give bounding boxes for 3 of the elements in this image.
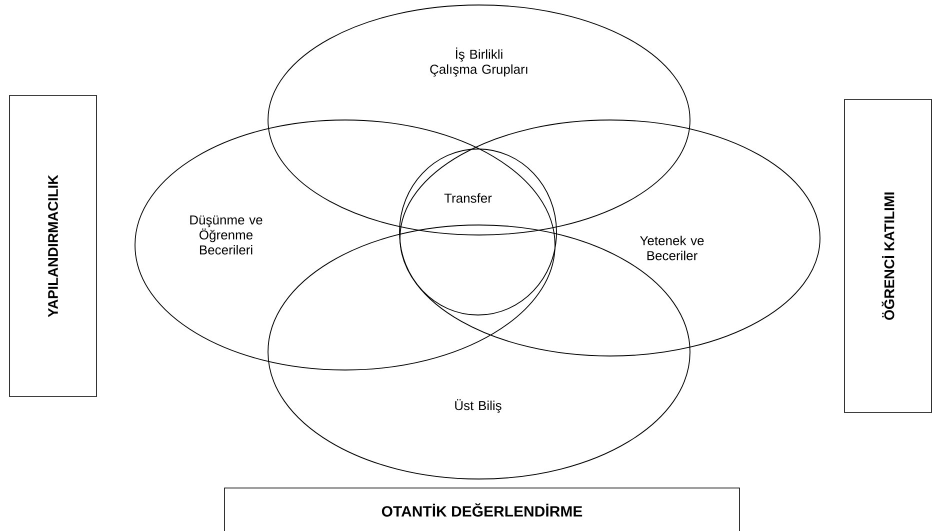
label-box: OTANTİK DEĞERLENDİRME [224,488,740,531]
label-box: YAPILANDIRMACILIK [9,95,97,397]
label-box: ÖĞRENCİ KATILIMI [844,99,932,413]
